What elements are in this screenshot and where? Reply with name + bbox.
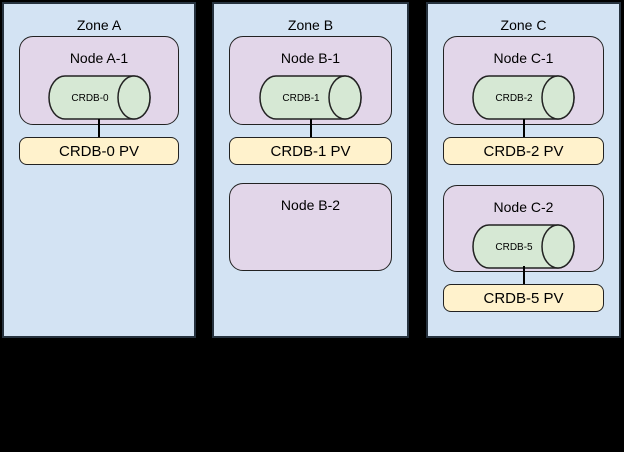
crdb-5-cylinder-icon: CRDB-5 [472,224,575,269]
connector-line [522,125,525,137]
crdb-1-pv-label: CRDB-1 PV [270,142,351,160]
crdb-5-pv-label: CRDB-5 PV [483,289,564,307]
zone-c: Zone C Node C-1 CRDB-2 CRDB-2 PV Node C-… [426,2,621,338]
zone-a: Zone A Node A-1 CRDB-0 CRDB-0 PV [2,2,196,338]
crdb-0-cylinder-icon: CRDB-0 [47,75,151,120]
node-c2: Node C-2 CRDB-5 [443,185,604,274]
crdb-2-pv-box: CRDB-2 PV [443,137,604,165]
zone-b: Zone B Node B-1 CRDB-1 CRDB-1 PV Node B-… [212,2,409,338]
zone-a-label: Zone A [76,17,122,33]
zone-b-group-1: Node B-1 CRDB-1 CRDB-1 PV Node B-2 [229,36,392,271]
node-a1-label: Node A-1 [69,50,129,66]
crdb-5-cylinder-label: CRDB-5 [495,242,533,253]
node-b2: Node B-2 [229,183,392,271]
connector-line [522,272,525,284]
zone-c-label: Zone C [500,17,547,33]
node-c1: Node C-1 CRDB-2 [443,36,604,127]
crdb-0-pv-label: CRDB-0 PV [58,142,140,160]
crdb-2-cylinder-label: CRDB-2 [495,93,533,104]
zone-c-group-1: Node C-1 CRDB-2 CRDB-2 PV Node C-2 CRDB-… [443,36,604,312]
crdb-0-cylinder-label: CRDB-0 [71,93,109,104]
crdb-0-pv-box: CRDB-0 PV [19,137,179,165]
crdb-1-cylinder-label: CRDB-1 [282,93,320,104]
zone-b-label: Zone B [287,17,334,33]
connector-stub [522,119,525,127]
zone-a-group-1: Node A-1 CRDB-0 CRDB-0 PV [19,36,179,165]
node-a1: Node A-1 CRDB-0 [19,36,179,127]
crdb-2-pv-label: CRDB-2 PV [483,142,564,160]
node-c1-label: Node C-1 [493,50,554,66]
crdb-2-cylinder-icon: CRDB-2 [472,75,575,120]
connector-stub [522,266,525,274]
node-c2-label: Node C-2 [493,199,554,215]
node-b1: Node B-1 CRDB-1 [229,36,392,127]
connector-stub [309,119,312,127]
connector-stub [98,119,100,127]
node-b1-label: Node B-1 [280,50,341,66]
crdb-1-pv-box: CRDB-1 PV [229,137,392,165]
connector-line [98,125,100,137]
node-b2-label: Node B-2 [280,197,341,213]
connector-line [309,125,312,137]
crdb-5-pv-box: CRDB-5 PV [443,284,604,312]
crdb-1-cylinder-icon: CRDB-1 [259,75,362,120]
